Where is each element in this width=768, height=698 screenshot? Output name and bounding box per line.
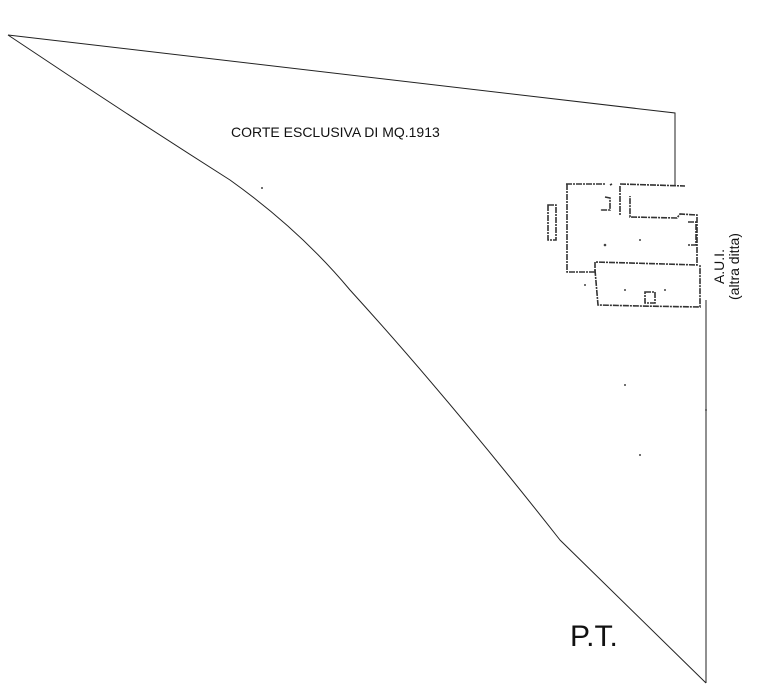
survey-dots	[261, 187, 707, 456]
survey-dot	[639, 239, 641, 241]
floor-label: P.T.	[570, 620, 618, 653]
building-walls	[566, 183, 698, 273]
survey-dot	[705, 409, 707, 411]
survey-dot	[584, 284, 586, 286]
building-outline	[547, 183, 701, 308]
survey-dot	[603, 243, 607, 247]
building-stair	[688, 221, 697, 246]
court-area-label: CORTE ESCLUSIVA DI MQ.1913	[231, 124, 440, 140]
building-small-box	[644, 291, 656, 304]
court-boundary-diagonal	[7, 34, 707, 684]
survey-dot	[624, 289, 626, 291]
survey-dot	[261, 187, 263, 189]
survey-dot	[664, 289, 666, 291]
adjacent-unit-label: A.U.I. (altra ditta)	[711, 233, 742, 300]
court-boundary-top	[7, 34, 676, 185]
building-lower-room	[594, 265, 701, 308]
survey-dot	[624, 384, 626, 386]
survey-dot	[639, 454, 641, 456]
building-side-annex	[547, 204, 557, 241]
adjacent-unit-note: (altra ditta)	[726, 233, 742, 300]
adjacent-unit-name: A.U.I.	[711, 249, 727, 285]
